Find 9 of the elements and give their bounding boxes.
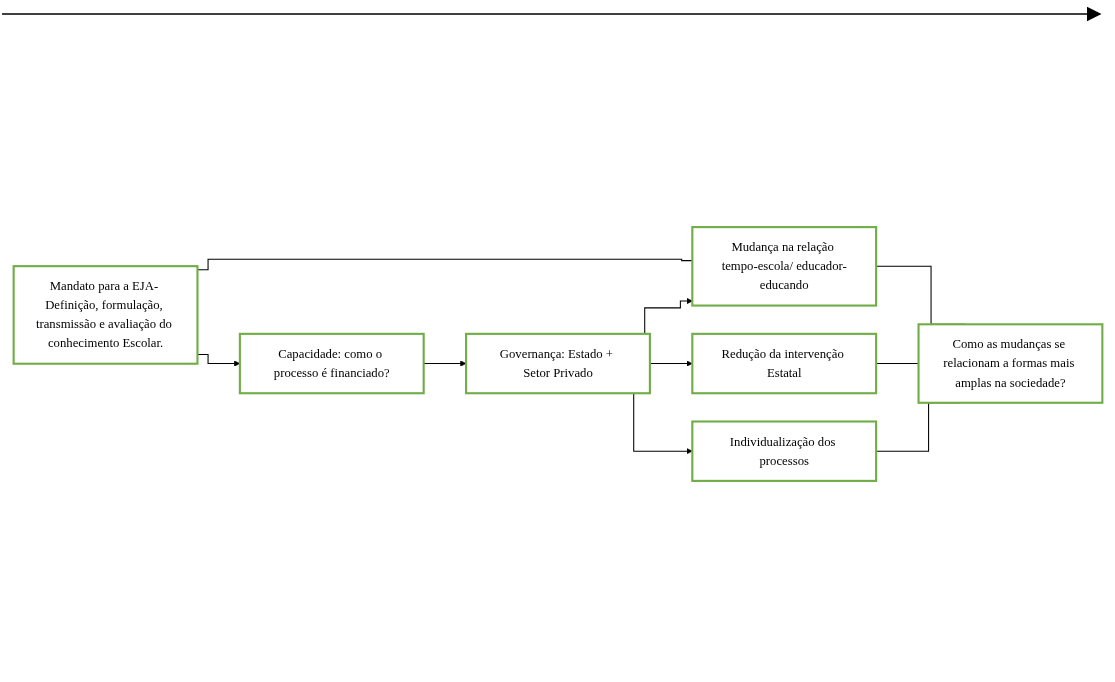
node-box: Mudança na relação tempo-escola/ educador-educando: [690, 226, 877, 307]
node-box: Como as mudanças se relacionam a formas mais amplas na sociedade?: [917, 323, 1103, 404]
node-box: Capacidade: como o processo é financiado?: [238, 332, 425, 395]
arrow: [196, 353, 240, 367]
node-box: Governança: Estado + Setor Privado: [464, 332, 651, 395]
node-box: Mandato para a EJA- Definição, formulação, transmissão e avaliação do conhecimento Escolar.: [12, 265, 198, 365]
node-box: Individualização dos processos: [690, 420, 877, 482]
node-box: Redução da intervenção Estatal: [690, 332, 877, 395]
connector: [875, 363, 919, 365]
